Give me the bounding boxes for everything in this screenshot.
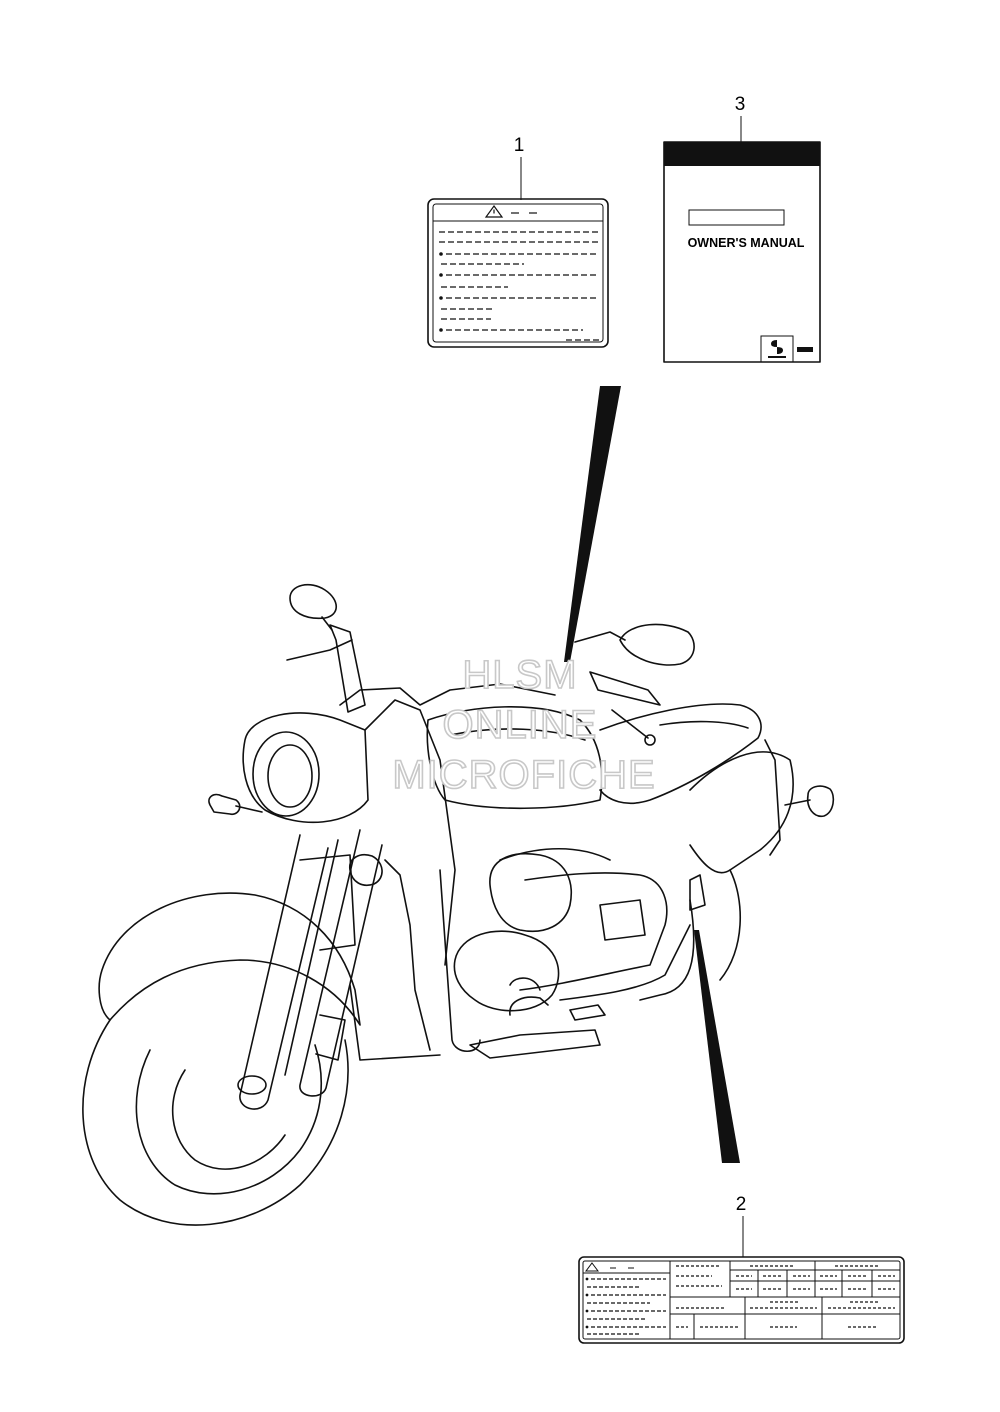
watermark-line-2: ONLINE xyxy=(443,703,598,747)
warning-triangle-icon xyxy=(484,204,504,218)
callout-2[interactable]: 2 xyxy=(736,1194,747,1257)
callout-number-1: 1 xyxy=(514,135,525,156)
brand-logo-icon xyxy=(771,340,783,354)
pointer-wedge-2 xyxy=(694,930,740,1163)
watermark-line-3: MICROFICHE xyxy=(392,753,655,797)
motorcycle-illustration xyxy=(82,583,835,1226)
caution-label-1[interactable] xyxy=(427,198,609,348)
label-1-text-lines xyxy=(439,231,601,341)
callout-number-3: 3 xyxy=(735,94,746,115)
callout-number-2: 2 xyxy=(736,1194,747,1215)
owners-manual-booklet[interactable]: OWNER'S MANUAL xyxy=(663,141,821,363)
manual-title: OWNER'S MANUAL xyxy=(688,236,805,250)
information-label-2[interactable] xyxy=(578,1256,905,1344)
watermark-line-1: HLSM xyxy=(462,653,577,697)
pointer-wedge-1 xyxy=(564,386,621,662)
callout-1[interactable]: 1 xyxy=(514,135,525,200)
callout-3[interactable]: 3 xyxy=(735,94,746,142)
warning-triangle-icon-2 xyxy=(585,1262,599,1272)
label-2-table xyxy=(670,1261,900,1339)
watermark: HLSM ONLINE MICROFICHE xyxy=(392,652,656,798)
label-2-text-lines xyxy=(585,1277,666,1335)
